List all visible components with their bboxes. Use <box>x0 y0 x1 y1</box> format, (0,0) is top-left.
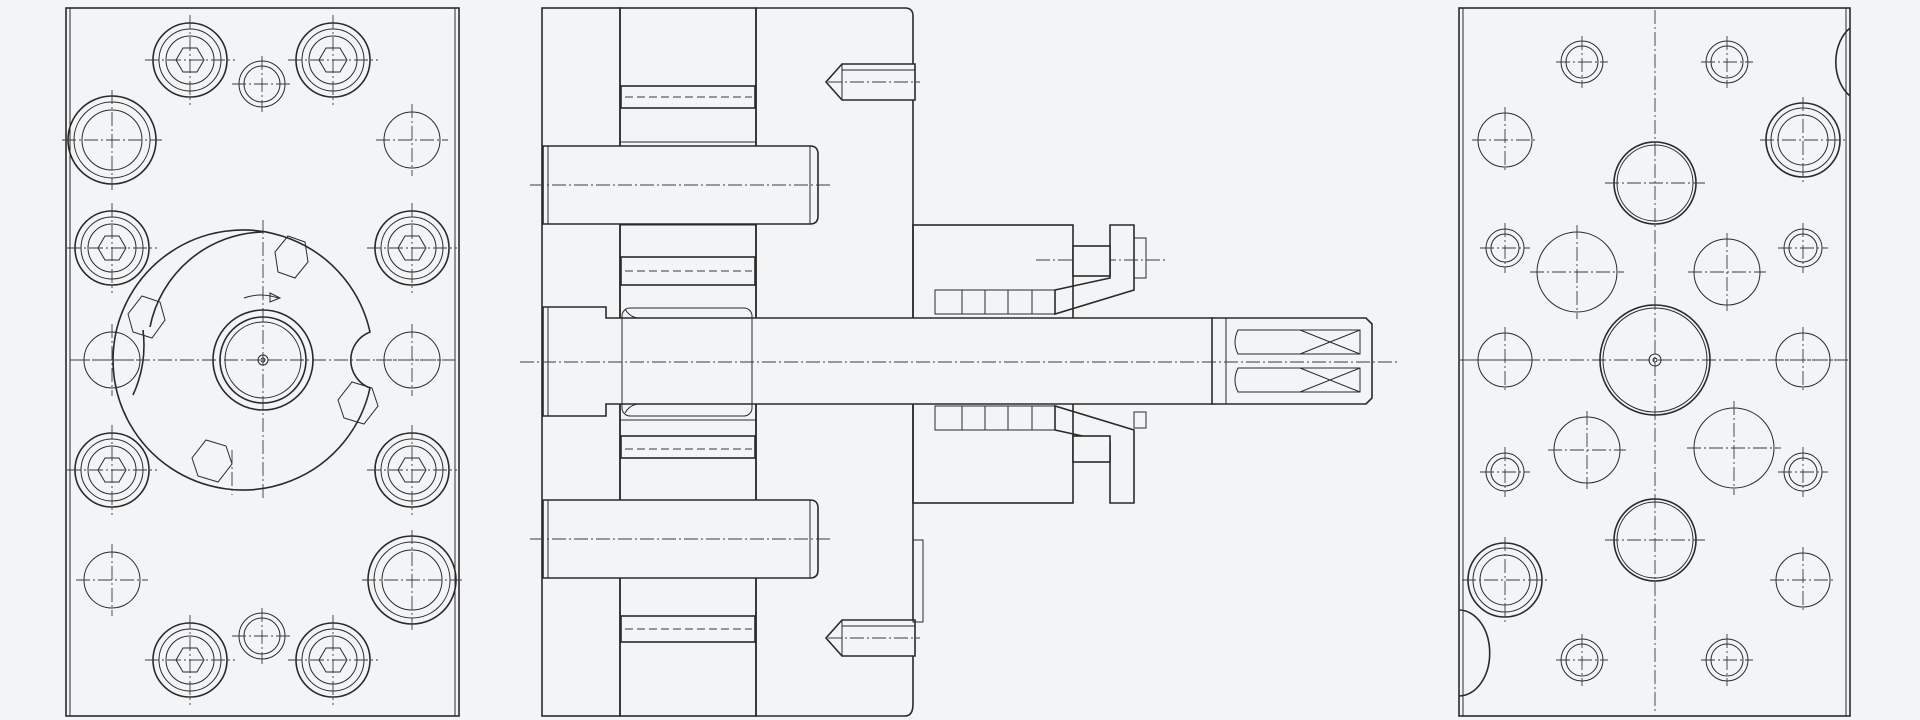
central-shaft <box>542 306 1227 417</box>
counterbore-icon <box>1462 537 1548 623</box>
hole-icon <box>1472 107 1538 173</box>
cap-screw-icon <box>67 203 157 293</box>
hole-icon <box>76 544 148 616</box>
edge-notch <box>1835 27 1851 97</box>
hexagon-nut-icon <box>191 439 233 483</box>
hole-icon <box>1530 225 1624 319</box>
pin-hole-icon <box>1778 447 1828 497</box>
hexagon-nut-icon <box>337 381 379 425</box>
pin-hole-icon <box>1701 36 1753 88</box>
pin-hole-icon <box>232 56 292 112</box>
hole-icon <box>1687 401 1781 495</box>
rear-plate-outline <box>1458 7 1851 717</box>
central-bore <box>1599 304 1711 416</box>
cap-screw-icon <box>145 615 235 705</box>
central-bore <box>212 309 314 411</box>
seal-cover <box>1054 224 1135 316</box>
hole-icon <box>376 104 448 176</box>
hexagon-nut-icon <box>274 235 309 279</box>
port-hole-icon <box>1605 141 1705 225</box>
counterbore-icon <box>362 530 462 630</box>
cap-screw-icon <box>145 15 235 105</box>
edge-notch <box>1458 609 1491 697</box>
pin-hole-icon <box>1556 36 1608 88</box>
hole-icon <box>76 324 148 396</box>
cap-screw-icon <box>288 615 378 705</box>
section-plate-3 <box>755 7 914 717</box>
cap-screw-icon <box>367 425 457 515</box>
pin-hole-icon <box>1778 223 1828 273</box>
pin-hole-icon <box>1480 223 1530 273</box>
pin-hole-icon <box>1556 634 1608 686</box>
cap-screw-icon <box>367 203 457 293</box>
pin-hole-icon <box>1701 634 1753 686</box>
cap-screw-icon <box>288 15 378 105</box>
hole-icon <box>376 324 448 396</box>
hole-icon <box>1472 327 1538 393</box>
hole-icon <box>1770 327 1836 393</box>
pin-hole-icon <box>232 608 292 664</box>
front-view <box>62 7 462 717</box>
port-hole-icon <box>1605 498 1705 582</box>
hole-icon <box>1548 411 1626 489</box>
counterbore-icon <box>1760 97 1846 183</box>
counterbore-icon <box>62 90 162 190</box>
pin-hole-icon <box>1480 447 1530 497</box>
hole-icon <box>1688 233 1766 311</box>
shaft-end <box>1211 317 1373 405</box>
rear-view <box>1458 7 1851 717</box>
hole-icon <box>1770 547 1836 613</box>
cap-screw-icon <box>67 425 157 515</box>
hexagon-nut-icon <box>127 295 166 339</box>
front-plate-outline <box>65 7 460 717</box>
section-view <box>520 7 1400 717</box>
